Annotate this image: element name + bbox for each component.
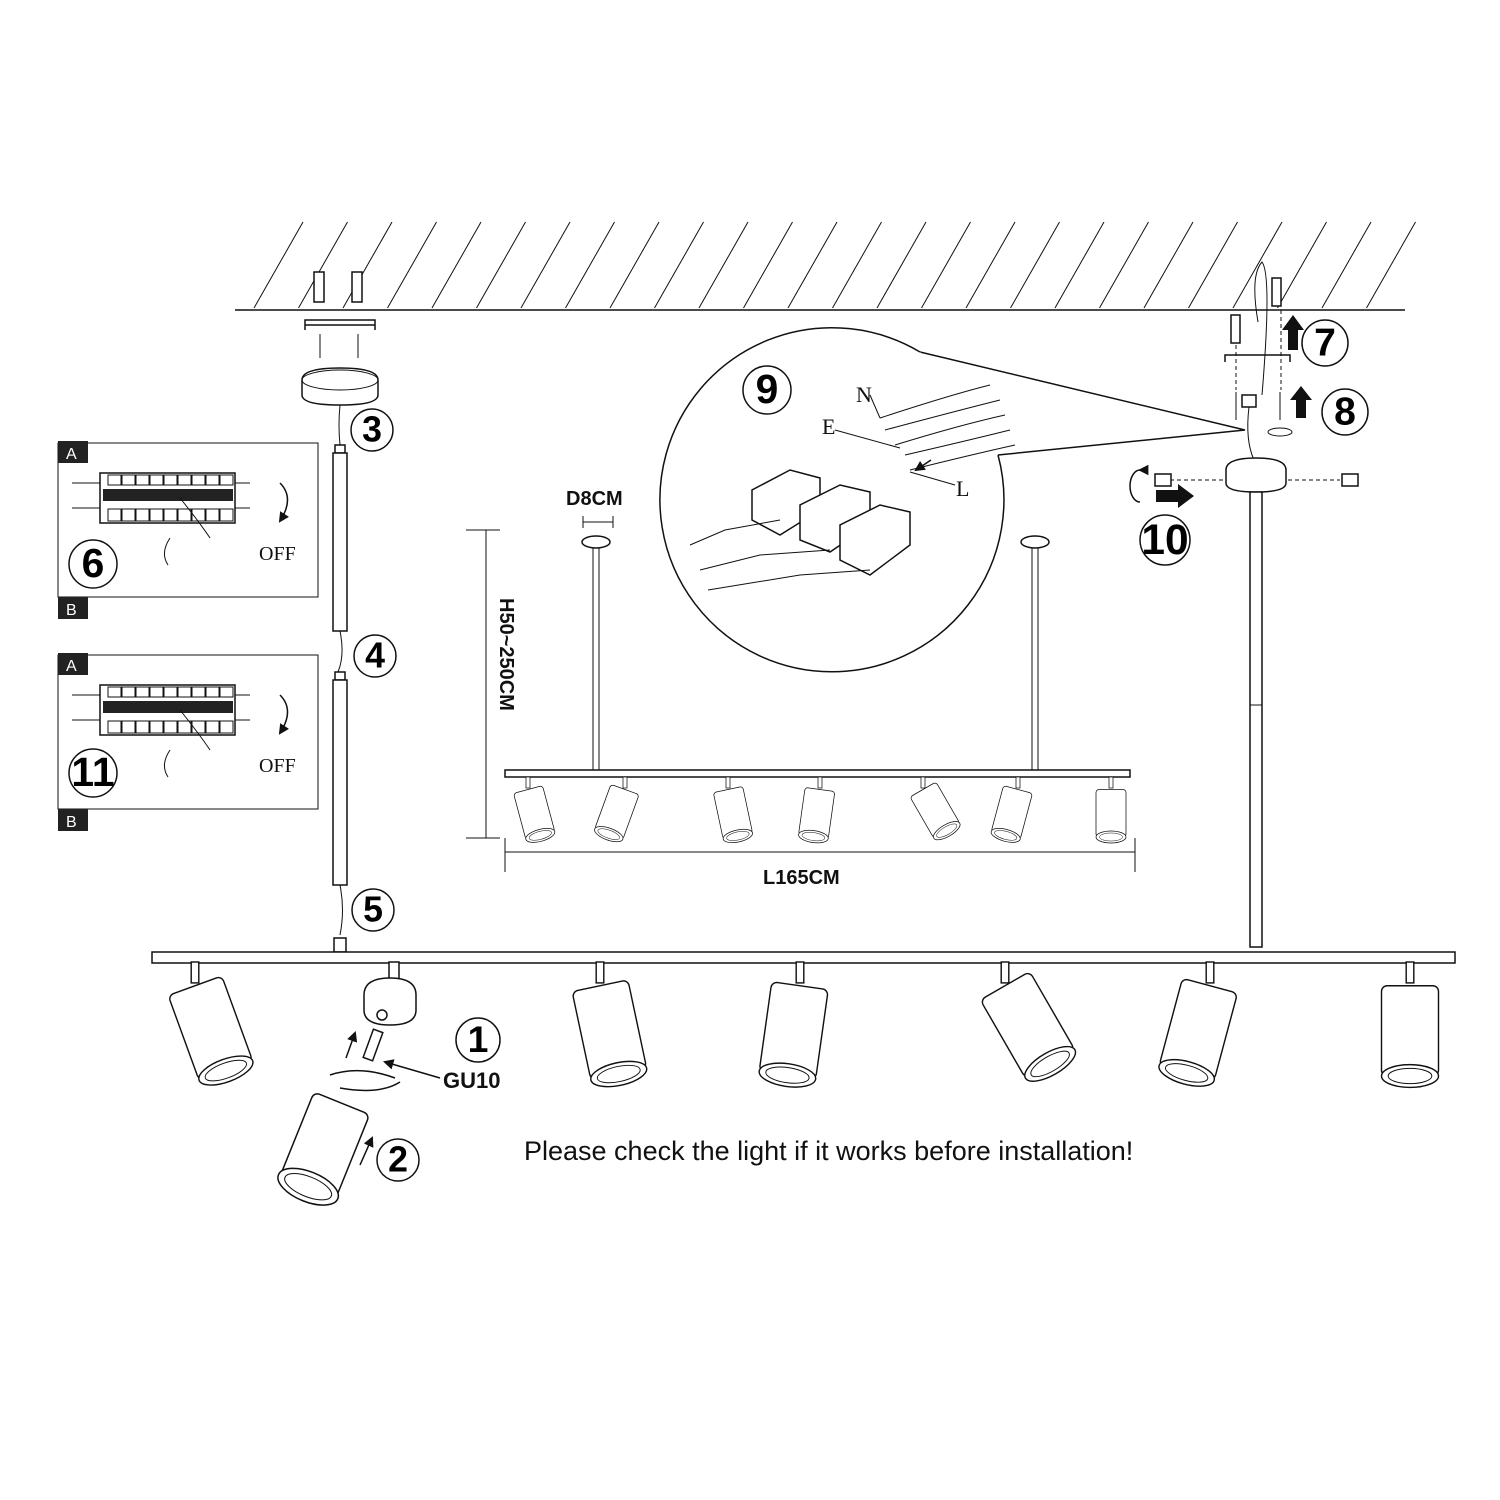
step-number-text: 11 [71,749,114,795]
spotlight-small [1095,776,1127,844]
hatch-line [609,221,660,309]
spotlight-small [594,776,639,843]
length-dimension [504,838,1136,872]
length-label: L165CM [763,867,840,889]
hatch-line [1188,221,1238,309]
spotlight [1158,961,1237,1087]
panel-label-b: B [66,602,77,619]
off-label: OFF [259,543,296,565]
panel-label-a: A [66,658,77,675]
hatch-line [1277,221,1327,309]
hatch-line [253,221,304,309]
hatch-line [476,221,526,309]
step-number-7: 7 [1301,319,1349,367]
panel-label-b: B [66,814,77,831]
step-number-text: 9 [756,366,779,412]
main-light-bar [151,951,1456,1089]
breaker-panel-s6: A B OFF [57,441,319,619]
overview-figure [466,516,1136,872]
off-label: OFF [259,755,296,777]
step-number-text: 6 [82,540,105,586]
hatch-line [1232,221,1283,309]
step-number-text: 7 [1314,322,1336,365]
spotlight [169,961,254,1086]
bulb-installation-detail [277,961,441,1206]
hatch-line [965,221,1016,309]
hatch-line [520,221,571,309]
spotlight [758,961,829,1088]
step-number-text: 1 [468,1018,489,1060]
hatch-line [1054,221,1105,309]
hatch-line [565,221,615,309]
hatch-line [921,221,971,309]
bulb-type-label: GU10 [443,1068,500,1093]
height-dimension [466,529,500,839]
step-number-8: 8 [1321,388,1369,436]
hatch-line [1099,221,1149,309]
step-number-10: 10 [1139,514,1191,566]
turn-off-arrow-icon [278,694,289,735]
hatch-line [342,221,393,309]
pre-installation-note: Please check the light if it works befor… [524,1136,1133,1166]
left-suspension-rod [332,404,348,953]
step-number-text: 10 [1141,517,1188,564]
step-number-text: 3 [362,410,382,450]
hatch-line [1143,221,1194,309]
step-number-text: 2 [388,1140,408,1180]
hatch-line [787,221,838,309]
step-number-5: 5 [351,888,395,932]
hatch-line [387,221,437,309]
step-number-11: 11 [68,748,118,798]
spotlight-small [713,776,753,843]
height-label: H50~250CM [495,598,517,711]
spotlight-small [798,776,835,844]
step-number-3: 3 [350,408,394,452]
right-ceiling-mount [1129,261,1359,948]
spotlight [981,961,1077,1082]
hatch-line [654,221,704,309]
breaker-panel-s11: A B OFF [57,653,319,831]
hatch-line [1366,221,1416,309]
panel-label-a: A [66,446,77,463]
step-number-text: 8 [1334,391,1356,434]
step-number-9: 9 [742,365,792,415]
diameter-label: D8CM [566,488,623,510]
wire-l-label: L [956,476,969,501]
step-number-text: 4 [365,636,385,676]
diameter-dimension [582,516,614,528]
hatch-line [698,221,749,309]
hatch-line [298,221,348,309]
step-number-4: 4 [353,634,397,678]
step-number-text: 5 [363,890,383,930]
wire-e-label: E [822,414,835,439]
spotlight [1380,961,1440,1089]
hatch-line [1321,221,1372,309]
hatch-line [876,221,927,309]
spotlight-small [910,776,961,841]
hatch-line [743,221,793,309]
spotlight-small [990,776,1033,843]
wiring-detail-bubble [659,327,1246,673]
hatch-line [1010,221,1060,309]
connector-blocks [689,469,911,591]
spotlight [572,961,648,1088]
hatch-line [832,221,882,309]
wire-n-label: N [856,382,872,407]
hatch-line [431,221,482,309]
step-number-1: 1 [455,1017,501,1063]
ceiling [235,221,1416,311]
spotlight-small [513,776,556,843]
turn-off-arrow-icon [278,482,289,523]
step-number-2: 2 [376,1138,420,1182]
left-ceiling-mount [301,271,379,406]
step-number-6: 6 [68,539,118,589]
